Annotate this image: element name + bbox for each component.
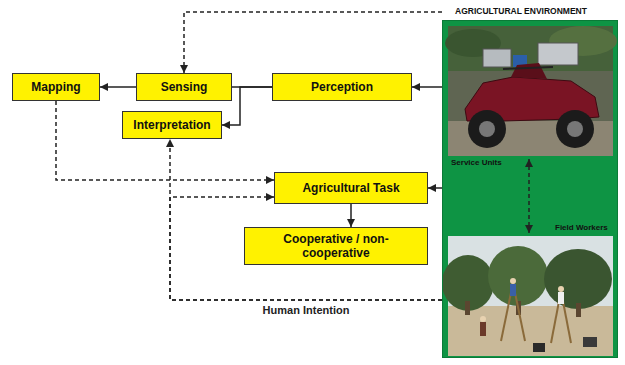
task-box: Agricultural Task xyxy=(274,172,428,204)
dashed-connector xyxy=(170,139,442,300)
environment-panel: AGRICULTURAL ENVIRONMENT xyxy=(442,4,618,358)
dashed-connector xyxy=(184,12,442,73)
box-label: Sensing xyxy=(161,80,208,94)
box-label: Mapping xyxy=(31,80,80,94)
photo-caption: Field Workers xyxy=(555,223,608,232)
box-label: Interpretation xyxy=(133,118,210,132)
interpretation-box: Interpretation xyxy=(122,111,222,139)
box-label: Cooperative / non-cooperative xyxy=(251,232,421,260)
environment-ground: Service UnitsField Workers xyxy=(442,20,618,358)
dashed-connector xyxy=(56,101,274,180)
cooperation-box: Cooperative / non-cooperative xyxy=(244,227,428,265)
solid-connector xyxy=(428,187,442,189)
panel-heading: AGRICULTURAL ENVIRONMENT xyxy=(455,6,587,16)
dashed-connector xyxy=(170,197,442,300)
environment-photos xyxy=(443,21,619,359)
solid-connector xyxy=(350,204,352,227)
photo-caption: Service Units xyxy=(451,158,502,167)
edge-label: Human Intention xyxy=(263,304,350,316)
mapping-box: Mapping xyxy=(12,73,100,101)
solid-connector xyxy=(100,86,136,88)
solid-connector xyxy=(412,86,442,88)
sensing-box: Sensing xyxy=(136,73,232,101)
box-label: Perception xyxy=(311,80,373,94)
perception-box: Perception xyxy=(272,73,412,101)
box-label: Agricultural Task xyxy=(302,181,399,195)
